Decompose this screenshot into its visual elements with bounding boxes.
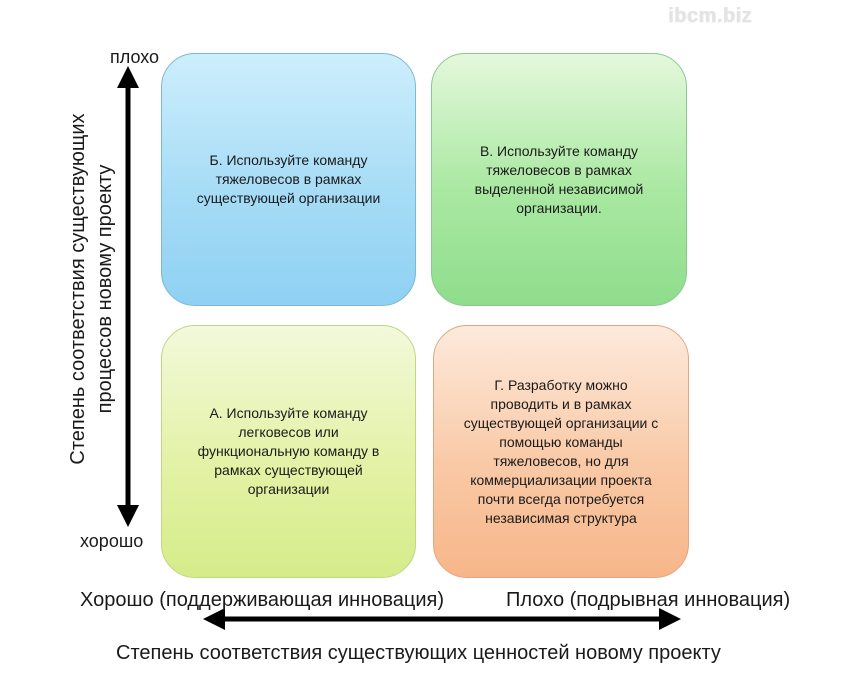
quadrant-b-text: Б. Используйте команду тяжеловесов в рам… [196, 152, 381, 206]
y-axis-top-label: плохо [110, 47, 160, 67]
x-axis-arrow [203, 608, 681, 630]
quadrant-a-text: А. Используйте команду легковесов или фу… [197, 405, 380, 497]
y-axis-arrow [117, 66, 139, 527]
y-axis-bottom-label: хорошо [80, 531, 144, 551]
quadrant-v-top-right: В. Используйте команду тяжеловесов в рам… [431, 53, 687, 306]
x-axis-left-label: Хорошо (поддерживающая инновация) [80, 589, 445, 611]
quadrant-g-bottom-right: Г. Разработку можно проводить и в рамках… [433, 325, 689, 578]
x-axis-title: Степень соответствия существующих ценнос… [116, 642, 721, 664]
y-axis-title-line2: процессов новому проекту [94, 164, 116, 414]
quadrant-a-bottom-left: А. Используйте команду легковесов или фу… [161, 325, 416, 578]
x-axis-right-label: Плохо (подрывная инновация) [506, 589, 791, 611]
quadrant-b-top-left: Б. Используйте команду тяжеловесов в рам… [161, 53, 416, 306]
watermark-logo: ibcm.biz [668, 5, 753, 27]
quadrant-v-text: В. Используйте команду тяжеловесов в рам… [474, 142, 644, 216]
y-axis-title-line1: Степень соответствия существующих [67, 113, 89, 465]
quadrant-g-text: Г. Разработку можно проводить и в рамках… [463, 376, 659, 526]
